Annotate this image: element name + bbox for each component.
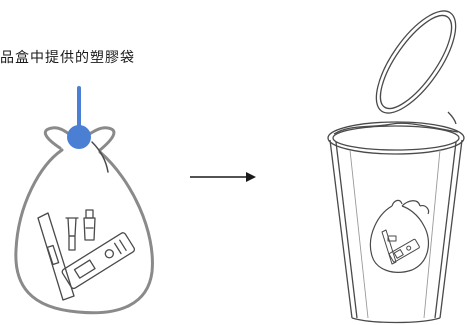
sealed-plastic-bag-icon bbox=[14, 86, 154, 315]
bin-rim bbox=[327, 121, 465, 155]
test-strip-icon bbox=[37, 212, 75, 301]
tie-dot-icon bbox=[67, 125, 91, 149]
right-arrow-icon bbox=[190, 172, 256, 182]
open-trash-bin-icon bbox=[327, 10, 465, 324]
bag-caption: 品盒中提供的塑膠袋 bbox=[0, 50, 135, 66]
vial-icon bbox=[83, 209, 96, 241]
sample-tube-icon bbox=[65, 217, 79, 251]
tie-tail bbox=[91, 141, 109, 173]
bag-body bbox=[14, 148, 154, 315]
bin-liner bbox=[333, 122, 459, 135]
bag-in-bin-icon bbox=[369, 199, 430, 273]
test-cassette-icon bbox=[61, 232, 136, 290]
bin-hinge bbox=[447, 111, 457, 125]
bin-body bbox=[329, 139, 463, 319]
bin-lid bbox=[375, 10, 457, 114]
